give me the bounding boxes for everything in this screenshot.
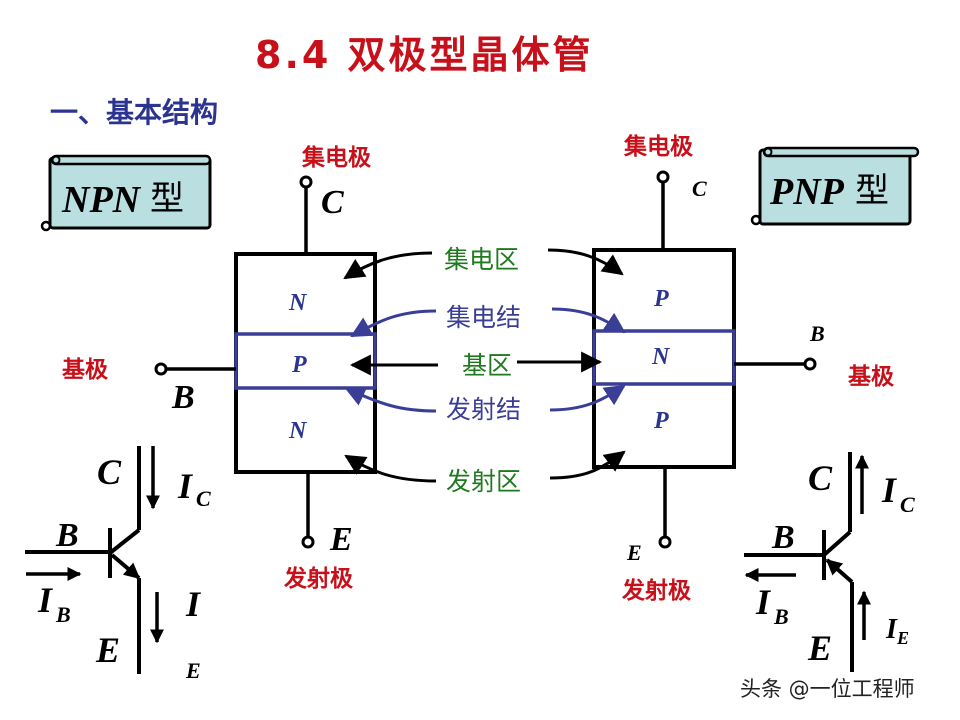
label-collector-region: 集电区: [444, 245, 519, 274]
npn-symbol-e: E: [95, 630, 120, 670]
npn-emitter-name: 发射极: [283, 565, 353, 592]
center-annotations: 集电区 集电结 基区 发射结 发射区: [343, 245, 626, 496]
npn-base-name: 基极: [62, 357, 108, 383]
npn-region-base: P: [291, 352, 307, 378]
pnp-ie-label: I: [885, 614, 898, 645]
npn-collector-letter: C: [321, 184, 344, 221]
npn-symbol-b: B: [55, 517, 79, 554]
npn-circuit-symbol: C B E I C I B I E: [25, 446, 211, 683]
watermark: 头条 @一位工程师: [740, 677, 915, 701]
pnp-type-suffix: 型: [855, 171, 889, 211]
pnp-region-emitter: P: [653, 408, 669, 434]
npn-base-letter: B: [171, 379, 195, 416]
label-emitter-junction: 发射结: [446, 395, 521, 424]
pnp-symbol-e: E: [807, 628, 832, 668]
pnp-ic-subscript: C: [900, 492, 915, 517]
pnp-structure: 集电极 C P N P B 基极 E 发射极: [592, 133, 894, 604]
arrow-collector-region-npn: [343, 251, 433, 280]
npn-collector-name: 集电极: [301, 144, 371, 171]
npn-region-emitter: N: [288, 418, 308, 444]
pnp-emitter-name: 发射极: [621, 577, 691, 604]
pnp-emitter-letter: E: [626, 540, 642, 565]
pnp-region-base: N: [651, 344, 671, 370]
arrow-emitter-junction-pnp: [549, 384, 626, 412]
pnp-type-label: PNP: [769, 171, 845, 213]
npn-type-suffix: 型: [150, 179, 184, 219]
npn-symbol-c: C: [97, 452, 122, 492]
pnp-ie-subscript: E: [896, 628, 909, 648]
npn-ib-label: I: [37, 580, 54, 620]
npn-type-badge: NPN 型: [40, 154, 212, 232]
label-base-region: 基区: [462, 351, 512, 380]
npn-ie-subscript: E: [185, 658, 201, 683]
pnp-collector-terminal: [656, 170, 670, 184]
pnp-region-collector: P: [653, 286, 669, 312]
npn-emitter-terminal: [301, 535, 315, 549]
pnp-emitter-terminal: [658, 535, 672, 549]
arrow-emitter-junction-npn: [344, 386, 437, 413]
section-heading: 一、基本结构: [50, 96, 218, 129]
npn-base-region-box: [234, 332, 377, 390]
npn-structure: 集电极 C N P N 基极 B E 发射极: [62, 144, 377, 592]
pnp-base-name: 基极: [848, 364, 894, 390]
npn-base-terminal: [154, 362, 168, 376]
npn-type-label: NPN: [61, 179, 142, 221]
npn-ib-subscript: B: [55, 602, 71, 627]
label-collector-junction: 集电结: [446, 303, 521, 332]
pnp-type-badge: PNP 型: [750, 146, 920, 226]
pnp-base-terminal: [803, 357, 817, 371]
page-title: 8.4 双极型晶体管: [255, 33, 594, 77]
npn-emitter-letter: E: [329, 521, 353, 558]
npn-ie-label: I: [185, 584, 202, 624]
pnp-base-letter: B: [809, 321, 825, 346]
arrow-collector-junction-npn: [350, 309, 437, 338]
pnp-circuit-symbol: C B E I C I B I E: [744, 452, 915, 672]
npn-region-collector: N: [288, 290, 308, 316]
label-emitter-region: 发射区: [446, 467, 521, 496]
arrow-emitter-region-npn: [344, 454, 437, 483]
pnp-symbol-b: B: [771, 519, 795, 556]
npn-ic-label: I: [177, 466, 194, 506]
arrow-emitter-region-pnp: [549, 450, 626, 480]
npn-collector-terminal: [299, 175, 313, 189]
arrow-collector-region-pnp: [547, 248, 624, 276]
pnp-collector-name: 集电极: [623, 133, 693, 160]
pnp-ib-label: I: [755, 582, 772, 622]
npn-ic-subscript: C: [196, 486, 211, 511]
pnp-symbol-c: C: [808, 458, 833, 498]
pnp-collector-letter: C: [692, 176, 707, 201]
pnp-ic-label: I: [881, 470, 898, 510]
arrow-collector-junction-pnp: [551, 307, 626, 334]
pnp-ib-subscript: B: [773, 604, 789, 629]
